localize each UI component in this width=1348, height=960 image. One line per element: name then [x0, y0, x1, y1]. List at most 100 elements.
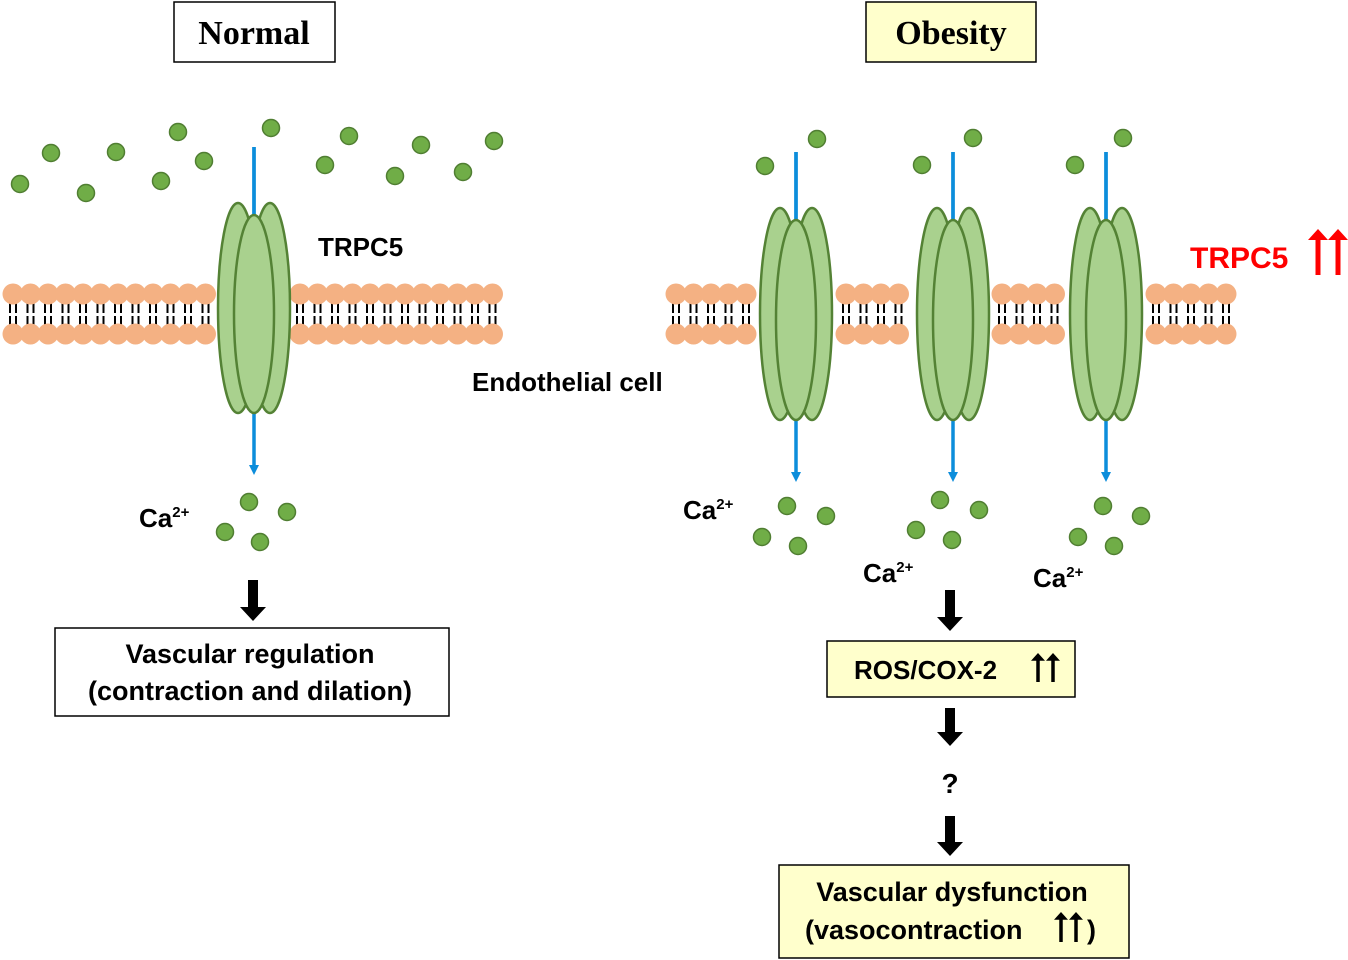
down-arrow-icon — [937, 590, 963, 631]
lipid-head — [37, 323, 59, 345]
membrane-segment — [665, 283, 757, 345]
lipid-head — [1180, 283, 1202, 305]
lipid-head — [870, 323, 892, 345]
lipid-head — [1163, 283, 1184, 305]
calcium-label: Ca2+ — [863, 558, 914, 588]
calcium-ion-icon — [239, 492, 259, 512]
lipid-head — [342, 323, 363, 345]
up-arrow-icon — [1046, 653, 1060, 682]
lipid-head — [359, 323, 381, 345]
lipid-head — [160, 283, 181, 305]
vascular-regulation-box — [54, 627, 450, 717]
outcome-line2: (vasocontraction — [805, 915, 1023, 945]
flux-arrowhead — [791, 472, 801, 482]
outcome-line2-close: ) — [1087, 915, 1096, 945]
lipid-head — [700, 323, 722, 345]
ros-cox2-box — [826, 640, 1076, 698]
lipid-head — [1180, 323, 1202, 345]
lipid-head — [195, 323, 216, 345]
lipid-head — [2, 323, 24, 345]
lipid-head — [853, 323, 874, 345]
lipid-head — [37, 283, 59, 305]
calcium-ion-icon — [807, 129, 827, 149]
calcium-ion-icon — [755, 156, 775, 176]
up-arrow-icon — [1308, 229, 1328, 275]
lipid-head — [700, 283, 722, 305]
lipid-head — [735, 323, 757, 345]
calcium-ion-icon — [788, 536, 808, 556]
calcium-ion-icon — [106, 142, 126, 162]
membrane-segment — [289, 283, 503, 345]
channel-subunit — [1084, 218, 1128, 422]
up-arrow-icon — [1054, 912, 1068, 942]
calcium-ion-icon — [385, 166, 405, 186]
down-arrow-icon — [937, 708, 963, 746]
lipid-head — [665, 283, 687, 305]
trpc5-channel-icon — [758, 152, 834, 482]
membrane-segment — [2, 283, 216, 345]
normal-title-box — [173, 1, 336, 63]
calcium-ion-icon — [906, 520, 926, 540]
lipid-head — [160, 323, 181, 345]
lipid-head — [55, 283, 76, 305]
channel-subunit — [774, 218, 818, 422]
lipid-head — [1145, 283, 1167, 305]
lipid-head — [289, 323, 311, 345]
lipid-head — [394, 323, 416, 345]
lipid-head — [125, 283, 146, 305]
lipid-head — [1163, 323, 1184, 345]
lipid-head — [683, 283, 704, 305]
up-arrow-icon — [1054, 912, 1083, 942]
trpc5-channel-icon — [915, 152, 991, 482]
outcome-line1: Vascular dysfunction — [816, 877, 1088, 907]
ros-cox2-label: ROS/COX-2 — [854, 655, 997, 685]
trpc5-channel-icon — [216, 147, 292, 475]
down-arrow-icon — [240, 580, 266, 621]
calcium-ion-icon — [942, 530, 962, 550]
lipid-head — [683, 323, 704, 345]
lipid-head — [1026, 323, 1048, 345]
lipid-head — [1044, 283, 1065, 305]
down-arrow-icon — [937, 816, 963, 856]
calcium-ion-icon — [484, 131, 504, 151]
cell-membrane — [2, 283, 1237, 345]
lipid-head — [412, 283, 433, 305]
endothelial-cell-label: Endothelial cell — [472, 367, 663, 397]
lipid-head — [1145, 323, 1167, 345]
calcium-ion-icon — [969, 500, 989, 520]
calcium-ion-icon — [76, 183, 96, 203]
obesity-title: Obesity — [895, 15, 1006, 52]
calcium-ion-icon — [963, 128, 983, 148]
lipid-head — [718, 283, 739, 305]
trpc5-label: TRPC5 — [318, 232, 403, 262]
lipid-head — [1026, 283, 1048, 305]
lipid-head — [482, 323, 503, 345]
calcium-ion-icon — [912, 155, 932, 175]
lipid-head — [20, 283, 41, 305]
lipid-head — [735, 283, 757, 305]
calcium-ion-icon — [1131, 506, 1151, 526]
lipid-head — [394, 283, 416, 305]
calcium-ion-icon — [261, 118, 281, 138]
membrane-segment — [835, 283, 909, 345]
up-arrow-icon — [1308, 229, 1348, 275]
calcium-ion-icon — [1093, 496, 1113, 516]
lipid-head — [72, 323, 94, 345]
lipid-head — [853, 283, 874, 305]
lipid-head — [359, 283, 381, 305]
membrane-segment — [1145, 283, 1237, 345]
calcium-ion-icon — [1113, 128, 1133, 148]
calcium-ion-icon — [816, 506, 836, 526]
calcium-ions — [10, 118, 1151, 556]
lipid-head — [1198, 283, 1219, 305]
lipid-head — [195, 283, 216, 305]
lipid-head — [1044, 323, 1065, 345]
lipid-head — [412, 323, 433, 345]
membrane-segment — [991, 283, 1065, 345]
lipid-head — [307, 323, 328, 345]
lipid-head — [20, 323, 41, 345]
up-arrow-icon — [1069, 912, 1083, 942]
lipid-head — [324, 283, 346, 305]
lipid-head — [888, 323, 909, 345]
